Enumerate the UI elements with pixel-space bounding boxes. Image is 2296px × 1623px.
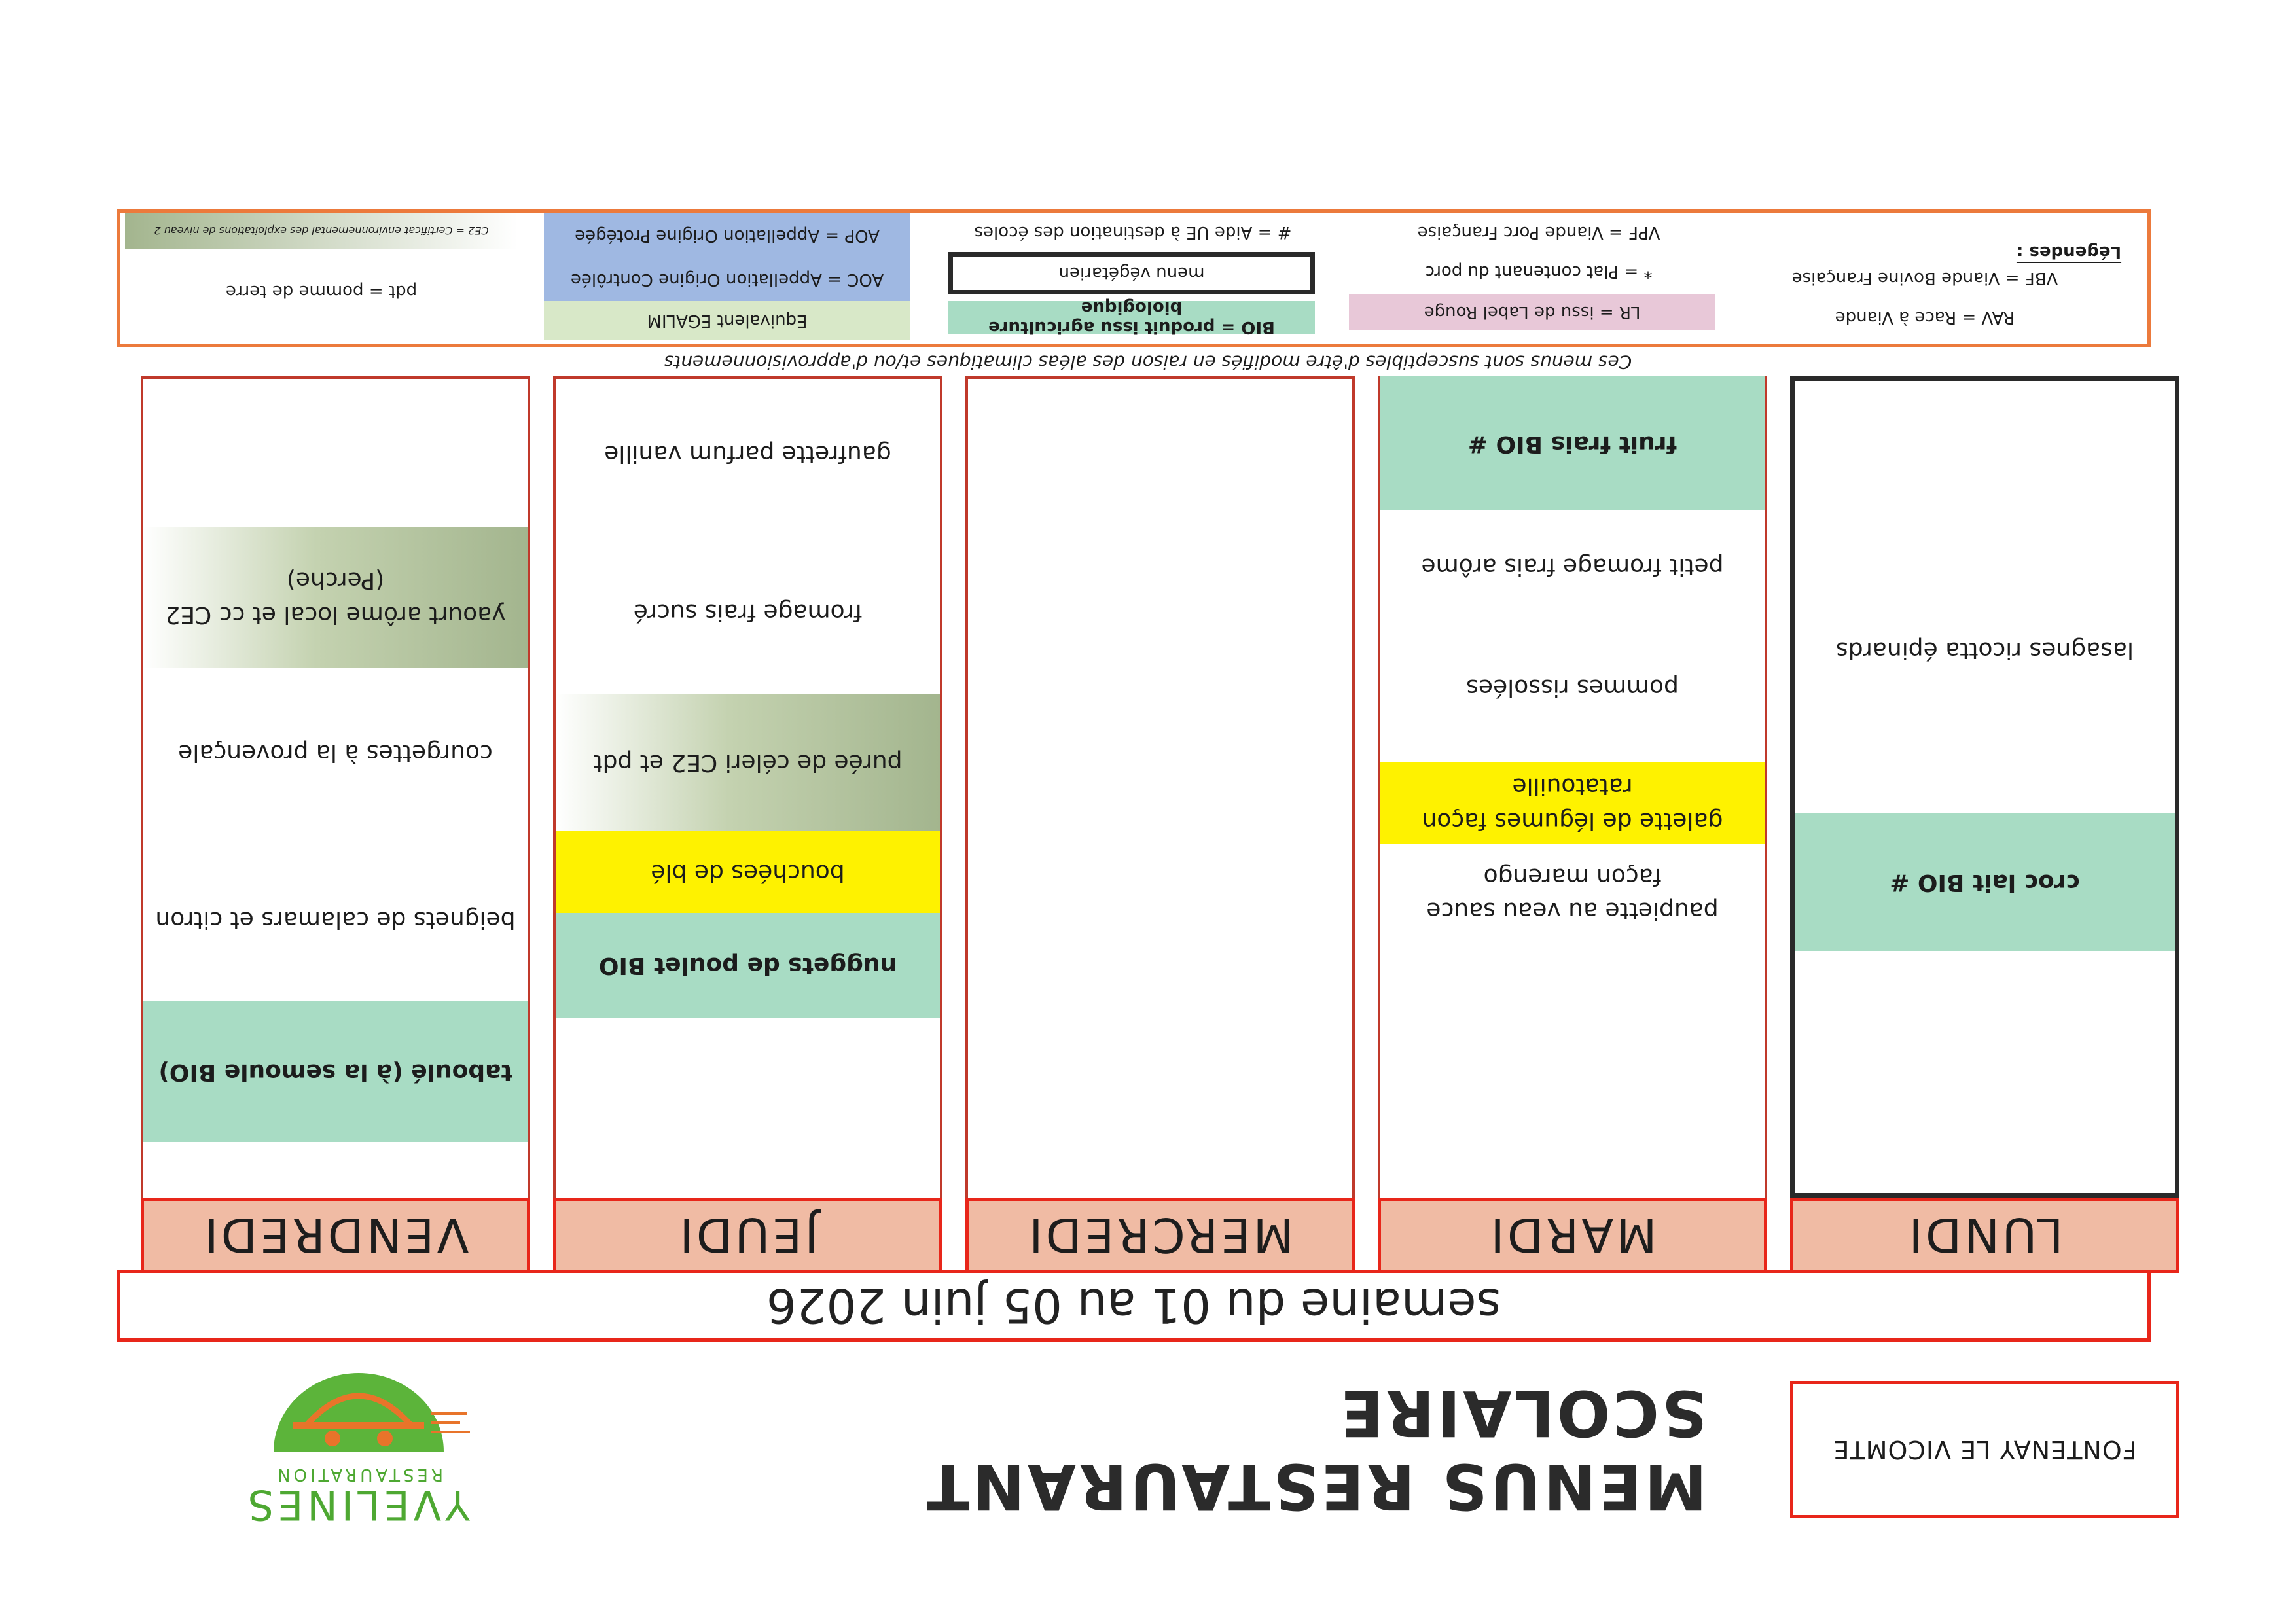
menu-item bbox=[556, 1018, 940, 1198]
day-menu: paupiette au veau sauce façon marengo ga… bbox=[1378, 376, 1767, 1198]
logo-text-main: YVELINES bbox=[243, 1481, 470, 1529]
logo-text-sub: RESTAURATION bbox=[274, 1465, 443, 1484]
legend-rav: RAV = Race à Viande bbox=[1835, 308, 2015, 327]
menu-item: pommes rissolées bbox=[1466, 674, 1679, 702]
week-range: semaine du 01 au 05 juin 2026 bbox=[117, 1270, 2151, 1342]
disclaimer-notice: Ces menus sont susceptibles d'être modif… bbox=[664, 351, 1632, 373]
menu-item: fromage frais sucré bbox=[633, 599, 863, 626]
legend-pdt: pdt = pomme de terre bbox=[225, 281, 418, 301]
menu-item-bio: nuggets de poulet BIO bbox=[556, 913, 940, 1018]
menu-item: courgettes à la provençale bbox=[178, 740, 493, 767]
day-column-mardi: MARDI paupiette au veau sauce façon mare… bbox=[1378, 376, 1767, 1273]
legend-aop: AOP = Appellation Origine Protégée bbox=[544, 213, 910, 259]
day-menu-empty bbox=[965, 376, 1355, 1198]
legend-vpf: VPF = Viande Porc Française bbox=[1417, 223, 1660, 242]
legend-vegetarian: menu végétarien bbox=[948, 252, 1315, 294]
menu-item-bio: taboulé (à la semoule BIO) bbox=[143, 1001, 528, 1142]
legend-aide-ue: # = Aide UE à destination des écoles bbox=[974, 223, 1292, 242]
day-menu: nuggets de poulet BIO bouchées de blé pu… bbox=[553, 376, 942, 1198]
day-header: LUNDI bbox=[1790, 1198, 2179, 1273]
legend-aoc: AOC = Appellation Origine Contrôlée bbox=[544, 259, 910, 301]
school-name-box: FONTENAY LE VICOMTE bbox=[1790, 1381, 2179, 1518]
school-name: FONTENAY LE VICOMTE bbox=[1833, 1435, 2137, 1464]
day-column-mercredi: MERCREDI bbox=[965, 376, 1355, 1273]
day-menu: taboulé (à la semoule BIO) beignets de c… bbox=[141, 376, 530, 1198]
legend-lr: LR = issu de Label Rouge bbox=[1349, 294, 1715, 330]
menu-item-ce2: yaourt arôme local et cc CE2 (Perche) bbox=[143, 527, 528, 668]
serving-tray-icon bbox=[274, 1373, 470, 1452]
page-title: MENUS RESTAURANT SCOLAIRE bbox=[924, 1376, 1707, 1523]
menu-item-egalim: galette de légumes façon ratatouille bbox=[1380, 762, 1765, 844]
legend-vbf: VBF = Viande Bovine Française bbox=[1791, 268, 2058, 288]
day-column-vendredi: VENDREDI taboulé (à la semoule BIO) beig… bbox=[141, 376, 530, 1273]
day-header: MARDI bbox=[1378, 1198, 1767, 1273]
menu-item: lasagnes ricotta épinards bbox=[1836, 637, 2134, 664]
legend-porc: * = Plat contenant du porc bbox=[1425, 262, 1653, 281]
menu-item: petit fromage frais arôme bbox=[1421, 553, 1724, 580]
legend-egalim: Equivalent EGALIM bbox=[544, 301, 910, 340]
day-menu: croc lait BIO # lasagnes ricotta épinard… bbox=[1790, 376, 2179, 1198]
menu-item-bio: fruit frais BIO # bbox=[1380, 376, 1765, 510]
menu-item bbox=[1795, 1023, 2175, 1193]
day-header: VENDREDI bbox=[141, 1198, 530, 1273]
menu-item-egalim: bouchées de blé bbox=[556, 831, 940, 913]
day-header: MERCREDI bbox=[965, 1198, 1355, 1273]
day-column-jeudi: JEUDI nuggets de poulet BIO bouchées de … bbox=[553, 376, 942, 1273]
legend-bio: BIO = produit issu agriculture biologiqu… bbox=[948, 298, 1315, 337]
menu-item: beignets de calamars et citron bbox=[155, 906, 516, 934]
legend-box: Légendes : VBF = Viande Bovine Française… bbox=[117, 209, 2151, 347]
legend-ce2: CE2 = Certificat environnemental des exp… bbox=[125, 213, 518, 249]
menu-item: gaufrette parfum vanille bbox=[604, 440, 891, 467]
menu-item-ce2: purée de céleri CE2 et pdt bbox=[556, 694, 940, 831]
menu-item: paupiette au veau sauce façon marengo bbox=[1426, 863, 1719, 925]
menu-item bbox=[1380, 942, 1765, 1198]
day-column-lundi: LUNDI croc lait BIO # lasagnes ricotta é… bbox=[1790, 376, 2179, 1273]
menu-item-bio: croc lait BIO # bbox=[1795, 813, 2175, 951]
menu-item bbox=[143, 376, 528, 527]
day-header: JEUDI bbox=[553, 1198, 942, 1273]
logo: YVELINES RESTAURATION bbox=[243, 1355, 470, 1529]
